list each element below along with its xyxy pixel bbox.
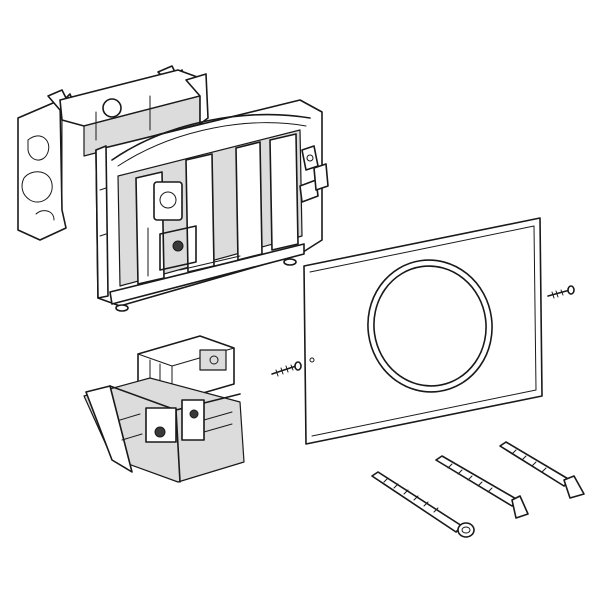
mounting-bracket [17,65,209,241]
extension-rod [435,455,529,519]
actuator-frame [95,99,329,312]
cover-plate [303,217,543,445]
extension-rod [371,471,475,538]
extension-rod [499,441,585,499]
fixing-screw [547,285,575,299]
fixing-screw [271,361,302,377]
actuator-module [83,335,245,483]
